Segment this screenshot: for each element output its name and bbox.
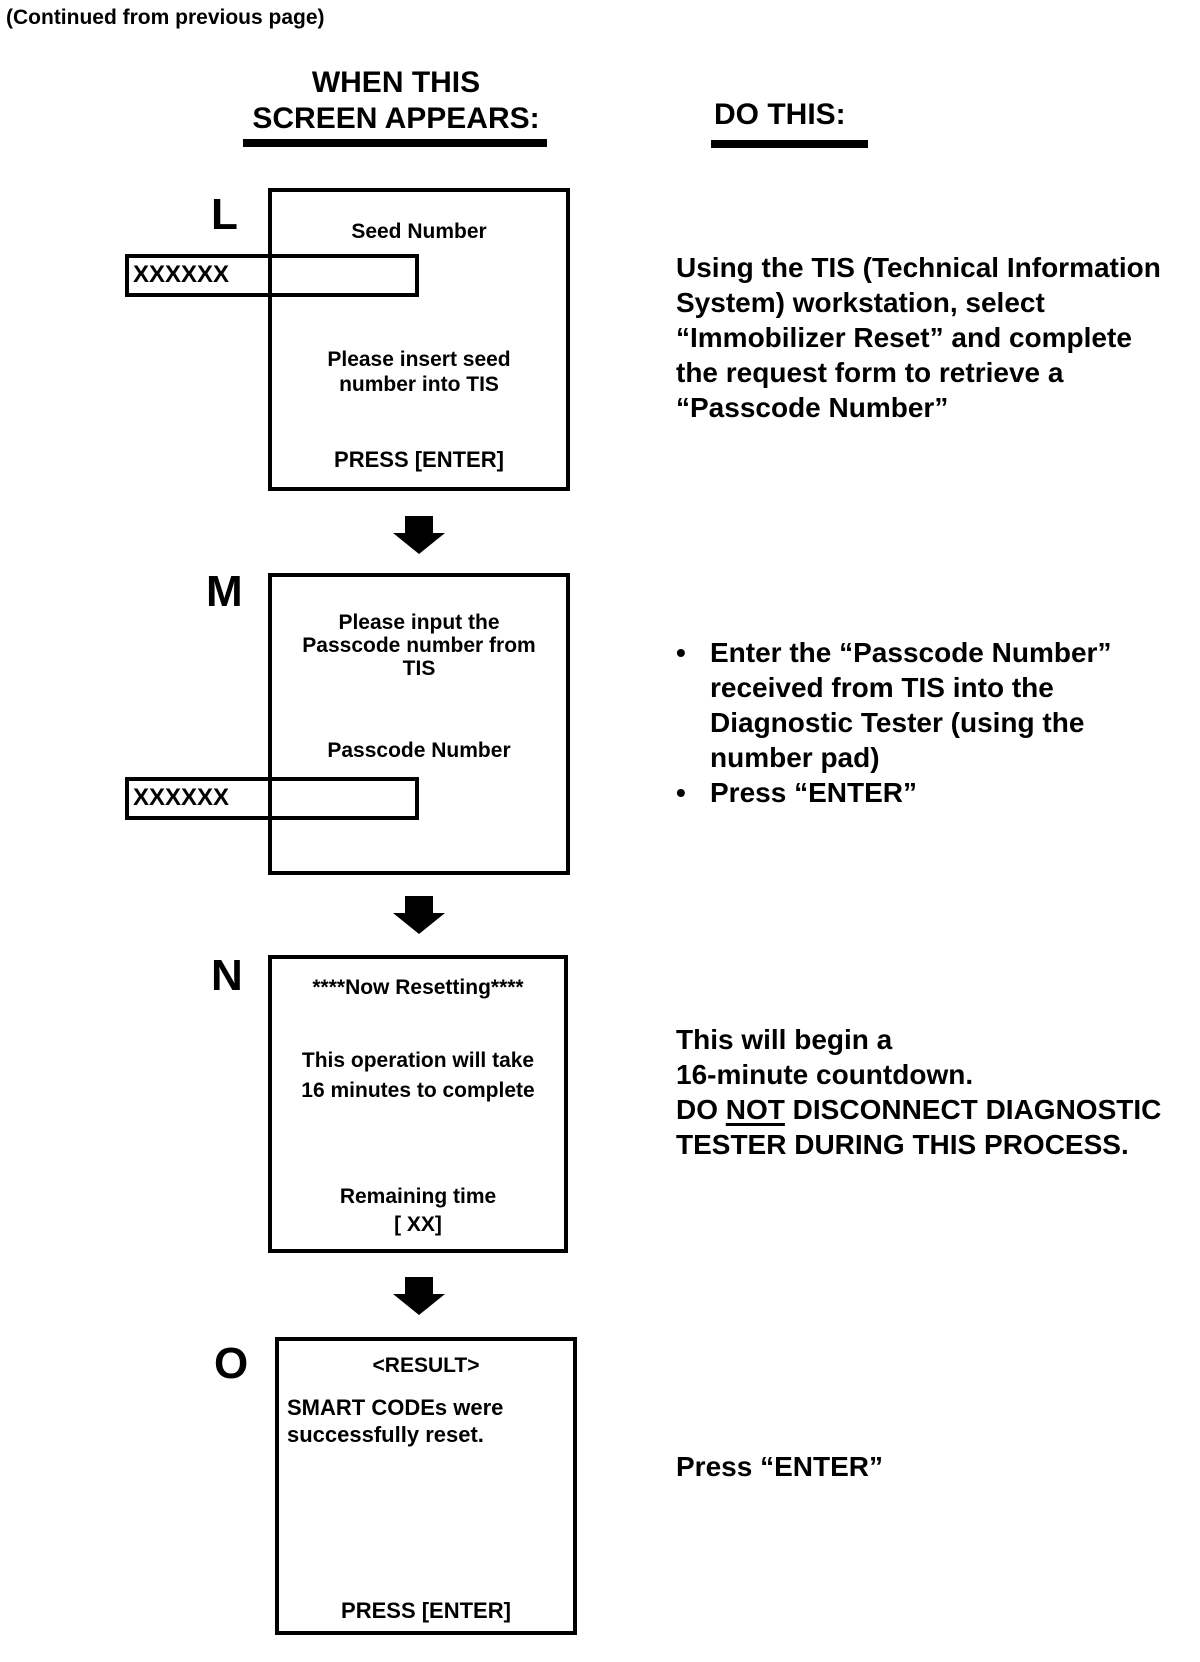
screen-n-title: ****Now Resetting**** bbox=[312, 976, 524, 999]
column-header-when-this-screen-appears: WHEN THIS SCREEN APPEARS: bbox=[252, 66, 540, 135]
instruction-m-bullet-list: • Enter the “Passcode Number” received f… bbox=[676, 635, 1146, 810]
screen-l-seed-value-box: XXXXXX bbox=[125, 254, 419, 297]
step-label-o: O bbox=[214, 1339, 249, 1388]
bullet-dot: • bbox=[676, 777, 686, 808]
bullet-item: • Press “ENTER” bbox=[676, 775, 1146, 810]
screen-l-footer: PRESS [ENTER] bbox=[334, 447, 504, 472]
screen-box-l: Seed Number XXXXXX Please insert seed nu… bbox=[125, 188, 570, 491]
right-header-underline bbox=[711, 140, 868, 148]
step-label-l: L bbox=[211, 190, 238, 239]
instruction-o: Press “ENTER” bbox=[676, 1451, 883, 1482]
screen-l-body: Please insert seed number into TIS bbox=[327, 348, 511, 396]
screen-n-body: This operation will take 16 minutes to c… bbox=[301, 1049, 535, 1102]
screen-m-body: Please input the Passcode number from TI… bbox=[302, 611, 536, 680]
down-arrow-icon bbox=[392, 516, 445, 554]
down-arrow-icon bbox=[392, 1277, 445, 1315]
screen-box-m: Please input the Passcode number from TI… bbox=[125, 573, 570, 875]
screen-o-footer: PRESS [ENTER] bbox=[341, 1598, 511, 1623]
step-label-n: N bbox=[211, 951, 243, 1000]
screen-l-title: Seed Number bbox=[351, 220, 487, 243]
screen-m-passcode-value-box: XXXXXX bbox=[125, 777, 419, 820]
screen-box-n: ****Now Resetting**** This operation wil… bbox=[268, 955, 568, 1253]
screen-o-body: SMART CODEs were successfully reset. bbox=[287, 1395, 504, 1447]
instruction-n-warning: DO NOT DISCONNECT DIAGNOSTIC TESTER DURI… bbox=[676, 1092, 1196, 1162]
screen-box-o: <RESULT> SMART CODEs were successfully r… bbox=[275, 1337, 577, 1635]
screen-m-field-label: Passcode Number bbox=[327, 739, 511, 762]
bullet-text: Enter the “Passcode Number” received fro… bbox=[710, 637, 1112, 773]
warning-not-emphasis: NOT bbox=[725, 1094, 785, 1125]
bullet-dot: • bbox=[676, 637, 686, 668]
column-header-do-this: DO THIS: bbox=[714, 98, 846, 131]
screen-n-footer: Remaining time [ XX] bbox=[339, 1185, 497, 1236]
screen-o-title: <RESULT> bbox=[372, 1354, 480, 1377]
continued-note: (Continued from previous page) bbox=[6, 6, 325, 29]
warning-prefix: DO bbox=[676, 1094, 726, 1125]
instruction-n: This will begin a 16-minute countdown. bbox=[676, 1024, 974, 1090]
left-header-underline bbox=[243, 139, 547, 147]
warning-suffix: DISCONNECT DIAGNOSTIC TESTER DURING THIS… bbox=[676, 1094, 1162, 1160]
bullet-text: Press “ENTER” bbox=[710, 777, 917, 808]
instruction-l: Using the TIS (Technical Information Sys… bbox=[676, 252, 1161, 423]
step-label-m: M bbox=[206, 567, 243, 616]
bullet-item: • Enter the “Passcode Number” received f… bbox=[676, 635, 1146, 775]
down-arrow-icon bbox=[392, 896, 445, 934]
